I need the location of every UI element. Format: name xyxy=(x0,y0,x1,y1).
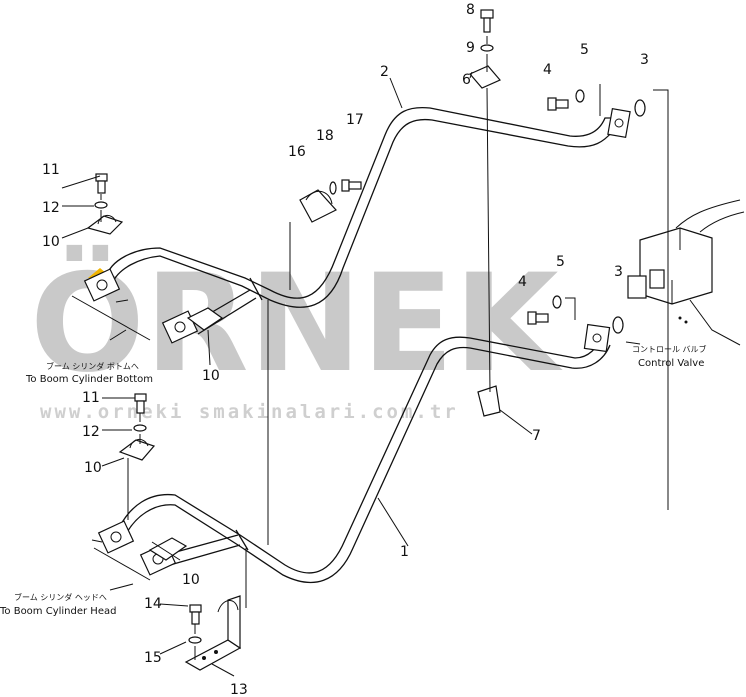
washer-5-lower xyxy=(552,295,562,309)
flange-top-right xyxy=(607,107,631,139)
bolt-17 xyxy=(341,179,362,192)
watermark-url: www.orneki smakinalari.com.tr xyxy=(40,401,459,423)
callout-5-upper: 5 xyxy=(580,42,589,58)
clamp-6 xyxy=(469,65,501,89)
bolt-11-b xyxy=(134,393,147,414)
callout-9: 9 xyxy=(466,40,475,56)
bolt-4-lower xyxy=(527,311,549,325)
callout-8: 8 xyxy=(466,2,475,18)
callout-11-a: 11 xyxy=(42,162,60,178)
callout-numbers: 1 2 3 3 4 4 5 5 6 7 8 9 10 10 10 10 11 1… xyxy=(42,2,649,697)
callout-18: 18 xyxy=(316,128,334,144)
o-ring-3-lower xyxy=(612,316,624,334)
clamp-16 xyxy=(299,189,337,223)
callout-15: 15 xyxy=(144,650,162,666)
caption-boom-bottom-en: To Boom Cylinder Bottom xyxy=(25,374,153,385)
callout-17: 17 xyxy=(346,112,364,128)
clamp-10-b xyxy=(186,307,224,331)
callout-4-upper: 4 xyxy=(543,62,552,78)
callout-10-c: 10 xyxy=(84,460,102,476)
o-ring-3-upper xyxy=(634,99,646,117)
callout-2: 2 xyxy=(380,64,389,80)
caption-control-valve-en: Control Valve xyxy=(638,358,704,369)
callout-13: 13 xyxy=(230,682,248,697)
callout-5-lower: 5 xyxy=(556,254,565,270)
callout-16: 16 xyxy=(288,144,306,160)
callout-10-b: 10 xyxy=(202,368,220,384)
caption-boom-head-jp: ブーム シリンダ ヘッドへ xyxy=(14,592,107,602)
bolt-11-a xyxy=(95,173,108,194)
washer-5-upper xyxy=(575,89,585,103)
callout-11-b: 11 xyxy=(82,390,100,406)
caption-control-valve-jp: コントロール バルブ xyxy=(632,344,707,354)
clamp-10-a xyxy=(86,215,124,235)
callout-4-lower: 4 xyxy=(518,274,527,290)
callout-6: 6 xyxy=(462,72,471,88)
callout-1: 1 xyxy=(400,544,409,560)
callout-3-upper: 3 xyxy=(640,52,649,68)
bolt-4-upper xyxy=(547,97,569,111)
callout-3-lower: 3 xyxy=(614,264,623,280)
callout-7: 7 xyxy=(532,428,541,444)
bolt-14 xyxy=(189,604,202,625)
washer-12-a xyxy=(94,201,108,209)
watermark-brand: ÖRNEK xyxy=(30,244,563,402)
bolt-8 xyxy=(480,9,494,33)
callout-14: 14 xyxy=(144,596,162,612)
clamp-7 xyxy=(477,385,501,417)
washer-15 xyxy=(188,636,202,644)
callout-10-a: 10 xyxy=(42,234,60,250)
pipe-1 xyxy=(117,334,611,584)
flange-mid-right xyxy=(583,323,611,353)
callout-10-d: 10 xyxy=(182,572,200,588)
callout-12-a: 12 xyxy=(42,200,60,216)
washer-9 xyxy=(480,44,494,52)
pipe-2 xyxy=(105,106,613,308)
callout-12-b: 12 xyxy=(82,424,100,440)
captions: ブーム シリンダ ボトムへ To Boom Cylinder Bottom ブー… xyxy=(0,344,707,617)
control-valve xyxy=(627,199,745,346)
leader-lines xyxy=(61,36,669,677)
caption-boom-bottom-jp: ブーム シリンダ ボトムへ xyxy=(46,361,139,371)
clamp-10-d xyxy=(148,537,188,561)
caption-boom-head-en: To Boom Cylinder Head xyxy=(0,606,116,617)
washer-18 xyxy=(329,181,337,195)
pipe-joints xyxy=(235,277,263,551)
washer-12-b xyxy=(133,424,147,432)
clamp-10-c xyxy=(118,439,156,461)
bracket-13 xyxy=(184,595,242,671)
